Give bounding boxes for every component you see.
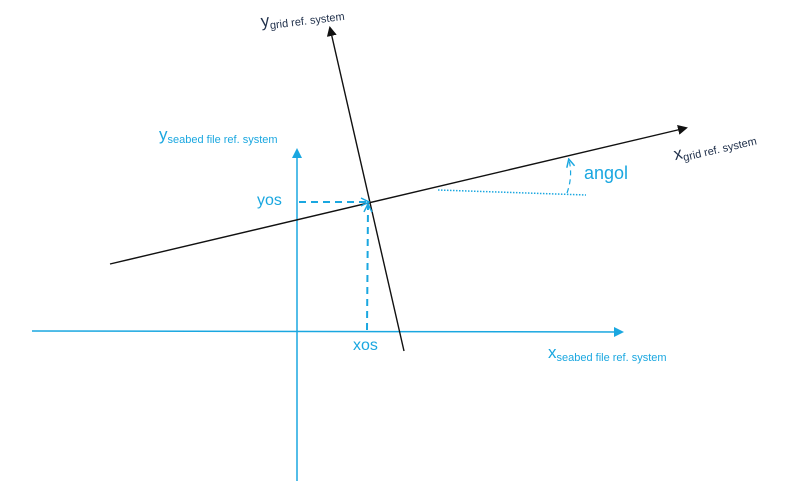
angle-reference-line — [437, 189, 587, 196]
y-grid-axis — [326, 26, 405, 352]
y-seabed-label: yseabed file ref. system — [159, 125, 278, 146]
yos-label: yos — [257, 192, 282, 209]
x-seabed-label: xseabed file ref. system — [548, 343, 667, 364]
angle-arrow — [567, 160, 571, 194]
angle-label: angol — [584, 163, 629, 183]
x-seabed-axis — [31, 326, 624, 337]
xos-offset-line — [367, 205, 368, 331]
x-grid-axis — [109, 124, 688, 265]
xos-label: xos — [353, 337, 378, 354]
